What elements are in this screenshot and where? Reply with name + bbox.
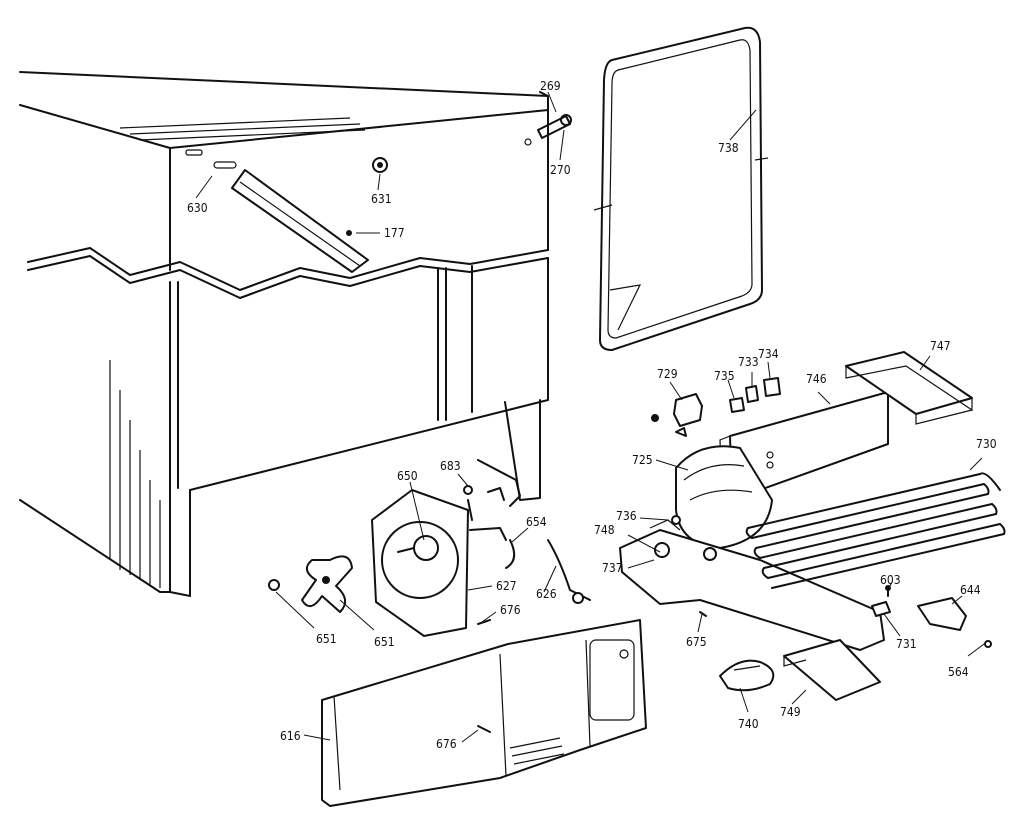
cabinet-assembly (19, 71, 572, 597)
part-label-651-left: 651 (316, 632, 337, 646)
part-label-564: 564 (948, 665, 969, 679)
part-label-644: 644 (960, 583, 981, 597)
rear-panel (321, 619, 647, 807)
part-label-748: 748 (594, 523, 615, 537)
drain-tray (845, 351, 973, 425)
part-label-630: 630 (187, 201, 208, 215)
part-label-675: 675 (686, 635, 707, 649)
part-label-725: 725 (632, 453, 653, 467)
part-label-740: 740 (738, 717, 759, 731)
fan-assembly (371, 459, 591, 637)
part-label-730: 730 (976, 437, 997, 451)
part-label-650: 650 (397, 469, 418, 483)
door-gasket (593, 26, 769, 351)
part-label-735: 735 (714, 369, 735, 383)
part-label-626: 626 (536, 587, 557, 601)
part-label-749: 749 (780, 705, 801, 719)
part-label-683: 683 (440, 459, 461, 473)
part-label-616: 616 (280, 729, 301, 743)
part-label-733: 733 (738, 355, 759, 369)
part-label-738: 738 (718, 141, 739, 155)
part-label-731: 731 (896, 637, 917, 651)
part-label-729: 729 (657, 367, 678, 381)
part-label-734: 734 (758, 347, 779, 361)
part-label-270: 270 (550, 163, 571, 177)
leader-lines (195, 91, 985, 743)
part-label-676-lower: 676 (436, 737, 457, 751)
part-label-737: 737 (602, 561, 623, 575)
base-plate (619, 519, 885, 651)
part-label-269: 269 (540, 79, 561, 93)
part-label-627: 627 (496, 579, 517, 593)
compressor (675, 445, 773, 549)
relay-parts (651, 377, 781, 437)
part-label-736: 736 (616, 509, 637, 523)
small-parts (671, 515, 992, 701)
part-label-631: 631 (371, 192, 392, 206)
part-labels: 269 270 630 631 177 738 729 735 733 734 … (187, 79, 997, 751)
condenser-coil (745, 472, 1006, 589)
part-label-177: 177 (384, 226, 405, 240)
part-label-654: 654 (526, 515, 547, 529)
fan-blade (268, 555, 353, 613)
part-label-651-right: 651 (374, 635, 395, 649)
part-label-746: 746 (806, 372, 827, 386)
part-label-676-upper: 676 (500, 603, 521, 617)
part-label-603: 603 (880, 573, 901, 587)
part-label-747: 747 (930, 339, 951, 353)
